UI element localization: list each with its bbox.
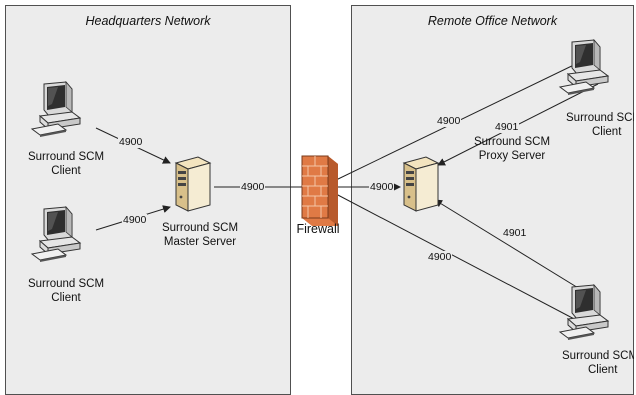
firewall-label: Firewall — [296, 222, 340, 236]
hq-client-2-label: Surround SCM Client — [14, 277, 118, 305]
proxy-server-label: Surround SCM Proxy Server — [460, 135, 564, 163]
server-tower-icon — [403, 156, 439, 212]
port-label-firewall-to-remote-client-1: 4900 — [436, 115, 462, 127]
proxy-server-label-line1: Surround SCM — [473, 136, 551, 148]
hq-client-1-label-line2: Client — [51, 165, 81, 177]
remote-client-2-label-line1: Surround SCM — [562, 350, 634, 362]
hq-client-2-label-line1: Surround SCM — [27, 278, 105, 290]
link-remote-client-2-to-proxy — [434, 199, 589, 295]
remote-client-1-label: Surround SCM Client — [560, 111, 634, 139]
remote-office-network-title: Remote Office Network — [427, 14, 558, 28]
hq-client-1-label: Surround SCM Client — [14, 150, 118, 178]
desktop-computer-icon — [31, 206, 81, 263]
port-label-firewall-to-proxy: 4900 — [369, 181, 395, 193]
headquarters-network-zone: Headquarters Network — [5, 5, 291, 395]
port-label-master-to-firewall: 4900 — [240, 181, 266, 193]
desktop-computer-icon — [559, 284, 609, 341]
master-server-label: Surround SCM Master Server — [148, 221, 252, 249]
remote-client-2-label: Surround SCM Client — [556, 349, 634, 377]
link-firewall-to-remote-client-2 — [335, 193, 581, 323]
remote-client-2-label-line2: Client — [588, 364, 618, 376]
port-label-remote-client-2-to-proxy: 4901 — [502, 227, 528, 239]
port-label-firewall-to-remote-client-2: 4900 — [427, 251, 453, 263]
proxy-server-label-line2: Proxy Server — [478, 150, 546, 162]
remote-client-1-label-line1: Surround SCM — [566, 112, 634, 124]
port-label-hq-client-2: 4900 — [122, 214, 148, 226]
port-label-hq-client-1: 4900 — [118, 136, 144, 148]
remote-client-1-label-line2: Client — [592, 126, 622, 138]
port-label-remote-client-1-to-proxy: 4901 — [494, 121, 520, 133]
desktop-computer-icon — [31, 81, 81, 138]
desktop-computer-icon — [559, 39, 609, 96]
server-tower-icon — [175, 156, 211, 212]
hq-client-2-label-line2: Client — [51, 292, 81, 304]
master-server-label-line1: Surround SCM — [161, 222, 239, 234]
master-server-label-line2: Master Server — [163, 236, 237, 248]
firewall-brick-icon — [301, 155, 339, 227]
hq-client-1-label-line1: Surround SCM — [27, 151, 105, 163]
headquarters-network-title: Headquarters Network — [85, 14, 211, 28]
